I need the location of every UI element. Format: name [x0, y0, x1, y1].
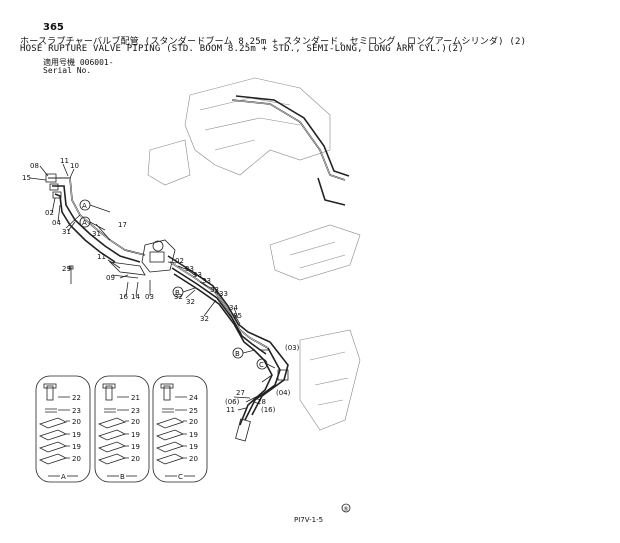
detail-a-part-4: 19	[72, 431, 81, 439]
callout-09: 09	[106, 274, 115, 282]
detail-a-part-5: 19	[72, 443, 81, 451]
callout-33a: 33	[185, 265, 194, 273]
callout-11c: 11	[226, 406, 235, 414]
detail-a-part-6: 20	[72, 455, 81, 463]
callout-11a: 11	[60, 157, 69, 165]
detail-b-part-2: 23	[131, 407, 140, 415]
detail-c-part-6: 20	[189, 455, 198, 463]
serial-label-japanese: 適用号機 006001-	[43, 58, 114, 67]
upper-hose-run	[231, 95, 350, 206]
circle-letter-c: C	[259, 361, 264, 369]
detail-b-part-1: 21	[131, 394, 140, 402]
detail-view-a: 22 23 20 19 19 20 A	[35, 375, 91, 483]
leader-lines	[29, 163, 273, 411]
detail-a-part-1: 22	[72, 394, 81, 402]
callout-labels: 08 11 10 15 02 04 31 31 17 29 11 09 16 1…	[22, 157, 300, 414]
detail-c-letter: C	[178, 473, 183, 481]
callout-33b: 33	[193, 271, 202, 279]
callout-p06: (06)	[225, 398, 240, 406]
callout-32a: 32	[174, 293, 183, 301]
detail-c-part-2: 25	[189, 407, 198, 415]
callout-31a: 31	[62, 228, 71, 236]
callout-35: 35	[233, 312, 242, 320]
title-english: HOSE RUPTURE VALVE PIPING (STD. BOOM 8.2…	[20, 44, 464, 54]
left-hose-assembly	[45, 173, 146, 263]
detail-b-part-5: 19	[131, 443, 140, 451]
callout-11b: 11	[97, 253, 106, 261]
detail-c-part-1: 24	[189, 394, 198, 402]
detail-a-letter: A	[61, 473, 66, 481]
detail-b-part-6: 20	[131, 455, 140, 463]
callout-10: 10	[70, 162, 79, 170]
callout-33e: 33	[219, 290, 228, 298]
detail-c-part-4: 19	[189, 431, 198, 439]
callout-02a: 02	[45, 209, 54, 217]
callout-14: 14	[131, 293, 140, 301]
callout-p16: (16)	[261, 406, 276, 414]
machine-outline	[147, 77, 361, 431]
callout-p03: (03)	[285, 344, 300, 352]
registered-mark: ®	[341, 503, 351, 513]
detail-c-part-5: 19	[189, 443, 198, 451]
circle-letter-a2: A	[82, 219, 87, 227]
callout-27: 27	[236, 389, 245, 397]
detail-view-b: 21 23 20 19 19 20 B	[94, 375, 150, 483]
callout-33d: 33	[210, 286, 219, 294]
lower-hose-run	[235, 341, 289, 442]
callout-p04: (04)	[276, 389, 291, 397]
detail-a-part-2: 23	[72, 407, 81, 415]
callout-08: 08	[30, 162, 39, 170]
callout-02b: 02	[175, 257, 184, 265]
detail-b-part-4: 19	[131, 431, 140, 439]
callout-34: 34	[229, 304, 238, 312]
page-number: 365	[43, 22, 64, 33]
callout-04: 04	[52, 219, 61, 227]
callout-32c: 32	[200, 315, 209, 323]
footer-code: PI7V-1-5	[294, 516, 324, 524]
callout-28: 28	[257, 398, 266, 406]
callout-29: 29	[62, 265, 71, 273]
detail-c-part-3: 20	[189, 418, 198, 426]
detail-b-part-3: 20	[131, 418, 140, 426]
callout-03: 03	[145, 293, 154, 301]
callout-15: 15	[22, 174, 31, 182]
detail-a-part-3: 20	[72, 418, 81, 426]
callout-31b: 31	[92, 230, 101, 238]
rupture-valve	[108, 239, 176, 279]
main-hose-bundle	[167, 255, 271, 361]
serial-label-english: Serial No.	[43, 66, 92, 75]
circle-letter-b1: B	[175, 289, 180, 297]
callout-33c: 33	[202, 277, 211, 285]
callout-16: 16	[119, 293, 128, 301]
detail-view-c: 24 25 20 19 19 20 C	[152, 375, 208, 483]
svg-text:®: ®	[343, 506, 349, 513]
callout-17: 17	[118, 221, 127, 229]
circle-letter-b2: B	[235, 350, 240, 358]
callout-32b: 32	[186, 298, 195, 306]
circle-letter-a1: A	[82, 202, 87, 210]
detail-b-letter: B	[120, 473, 125, 481]
reference-circles	[79, 199, 276, 370]
title-japanese: ホースラプチャーバルブ配管 (スタンダードブーム 8.25m + スタンダード,…	[20, 37, 527, 47]
